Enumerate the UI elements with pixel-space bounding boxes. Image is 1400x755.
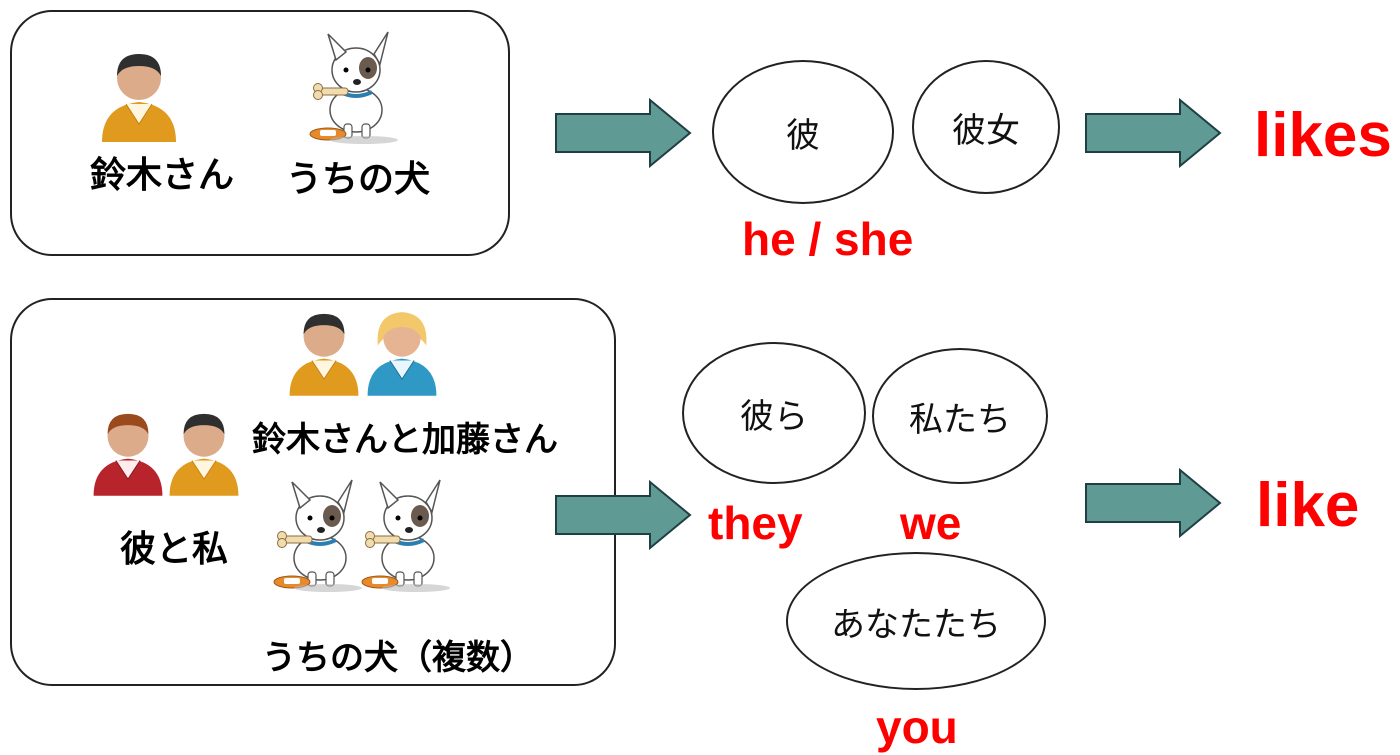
name-our-dog: うちの犬 xyxy=(286,159,431,200)
man-icon xyxy=(102,54,176,142)
label-our-dogs-plural: うちの犬（複数） xyxy=(262,638,534,678)
man-icon xyxy=(289,313,359,396)
pronoun-you-plural: あなたたち xyxy=(786,552,1046,690)
arrow-right-icon xyxy=(1085,98,1222,168)
english-you: you xyxy=(876,701,958,753)
english-he-she: he / she xyxy=(742,213,914,265)
man-icon xyxy=(169,413,239,496)
arrow-right-icon xyxy=(1085,468,1222,538)
dog-icon xyxy=(360,478,452,594)
dog-icon xyxy=(308,30,400,146)
arrow-right-icon xyxy=(555,98,692,168)
name-suzuki: 鈴木さん xyxy=(90,155,235,196)
top-group-box xyxy=(10,10,510,256)
label-suzuki-kato: 鈴木さんと加藤さん xyxy=(252,420,558,460)
verb-like: like xyxy=(1256,471,1360,540)
english-they: they xyxy=(708,497,803,549)
arrow-right-icon xyxy=(555,480,692,550)
verb-likes: likes xyxy=(1254,101,1392,170)
pronoun-he: 彼 xyxy=(712,60,894,204)
woman-icon xyxy=(367,312,437,396)
dog-icon xyxy=(272,478,364,594)
pronoun-they: 彼ら xyxy=(682,342,866,484)
label-he-and-me: 彼と私 xyxy=(120,529,229,570)
pronoun-we: 私たち xyxy=(872,348,1048,484)
pronoun-she: 彼女 xyxy=(912,60,1060,194)
english-we: we xyxy=(900,497,962,549)
man-icon xyxy=(93,413,163,496)
